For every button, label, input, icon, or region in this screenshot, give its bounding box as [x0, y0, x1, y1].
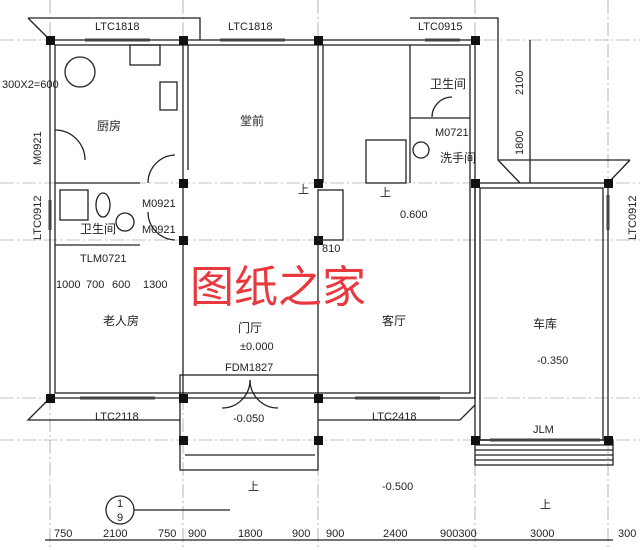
- window-label: LTC2118: [95, 411, 139, 423]
- dimension-inner: 600: [112, 279, 130, 291]
- fixtures: [59, 44, 430, 241]
- level-foyer: ±0.000: [240, 341, 274, 353]
- column: [179, 36, 188, 45]
- dimension-bottom: 2100: [103, 528, 127, 540]
- column: [314, 436, 323, 445]
- dimension-bottom: 750: [158, 528, 176, 540]
- room-label-bathroom: 卫生间: [80, 222, 116, 236]
- room-label-elder-room: 老人房: [103, 313, 139, 328]
- column: [179, 436, 188, 445]
- door-label: JLM: [533, 424, 554, 436]
- column: [314, 394, 323, 403]
- window-label: LTC0915: [418, 21, 462, 33]
- door-label: M0921: [142, 198, 176, 210]
- door-label: M0721: [435, 127, 469, 139]
- dimension-bottom: 900300: [440, 528, 477, 540]
- watermark: 图纸之家: [190, 263, 366, 312]
- dimension-bottom: 300: [618, 528, 636, 540]
- dimension-bottom: 2400: [383, 528, 407, 540]
- column: [314, 36, 323, 45]
- window-label: LTC1818: [228, 21, 272, 33]
- room-label-washroom: 洗手间: [440, 151, 476, 165]
- column: [179, 179, 188, 188]
- room-label-foyer: 门厅: [238, 320, 262, 335]
- dimension-bottom: 900: [326, 528, 344, 540]
- column: [471, 36, 480, 45]
- room-label-hall: 堂前: [240, 113, 264, 128]
- doors: [54, 96, 453, 409]
- window-label: LTC1818: [95, 21, 139, 33]
- dimension-bottom: 900: [292, 528, 310, 540]
- column: [604, 436, 613, 445]
- level-garage: -0.350: [537, 355, 568, 367]
- window-label: LTC0912: [32, 196, 44, 240]
- dimension-bottom: 3000: [530, 528, 554, 540]
- room-label-bathroom: 卫生间: [430, 77, 466, 91]
- door-label: TLM0721: [80, 253, 126, 265]
- stair-up-label: 上: [298, 183, 309, 196]
- column: [46, 36, 55, 45]
- stair-up-label: 上: [248, 480, 259, 493]
- door-label: M0921: [142, 224, 176, 236]
- column: [314, 179, 323, 188]
- column: [471, 179, 480, 188]
- level-upper: 0.600: [400, 209, 428, 221]
- level-porch: -0.050: [233, 413, 264, 425]
- column: [179, 236, 188, 245]
- dimension-inner: 1300: [143, 279, 167, 291]
- level-outside: -0.500: [382, 481, 413, 493]
- window-label: LTC2418: [372, 411, 416, 423]
- dimension-bottom: 1800: [238, 528, 262, 540]
- room-label-kitchen: 厨房: [97, 118, 121, 133]
- door-label: M0921: [32, 131, 44, 165]
- section-mark-number: 1: [117, 498, 123, 510]
- room-label-living-room: 客厅: [382, 313, 406, 328]
- column: [179, 394, 188, 403]
- section-mark-sheet: 9: [117, 512, 123, 524]
- stair-up-label: 上: [380, 186, 391, 199]
- window-label: LTC0912: [627, 196, 639, 240]
- dimension-bottom: 750: [54, 528, 72, 540]
- dimension-note: 300X2=600: [2, 79, 59, 91]
- room-label-garage: 车库: [533, 316, 557, 331]
- dimension-inner: 1000: [56, 279, 80, 291]
- dimension-1800: 1800: [514, 131, 526, 155]
- dimension-2100: 2100: [514, 71, 526, 95]
- column: [471, 436, 480, 445]
- dimension-bottom: 900: [188, 528, 206, 540]
- columns: [46, 36, 613, 445]
- door-label: FDM1827: [225, 362, 273, 374]
- column: [46, 394, 55, 403]
- column: [604, 179, 613, 188]
- stair-up-label: 上: [540, 498, 551, 511]
- dimension-inner: 700: [86, 279, 104, 291]
- windows: [48, 38, 610, 442]
- dimension-810: 810: [322, 243, 340, 255]
